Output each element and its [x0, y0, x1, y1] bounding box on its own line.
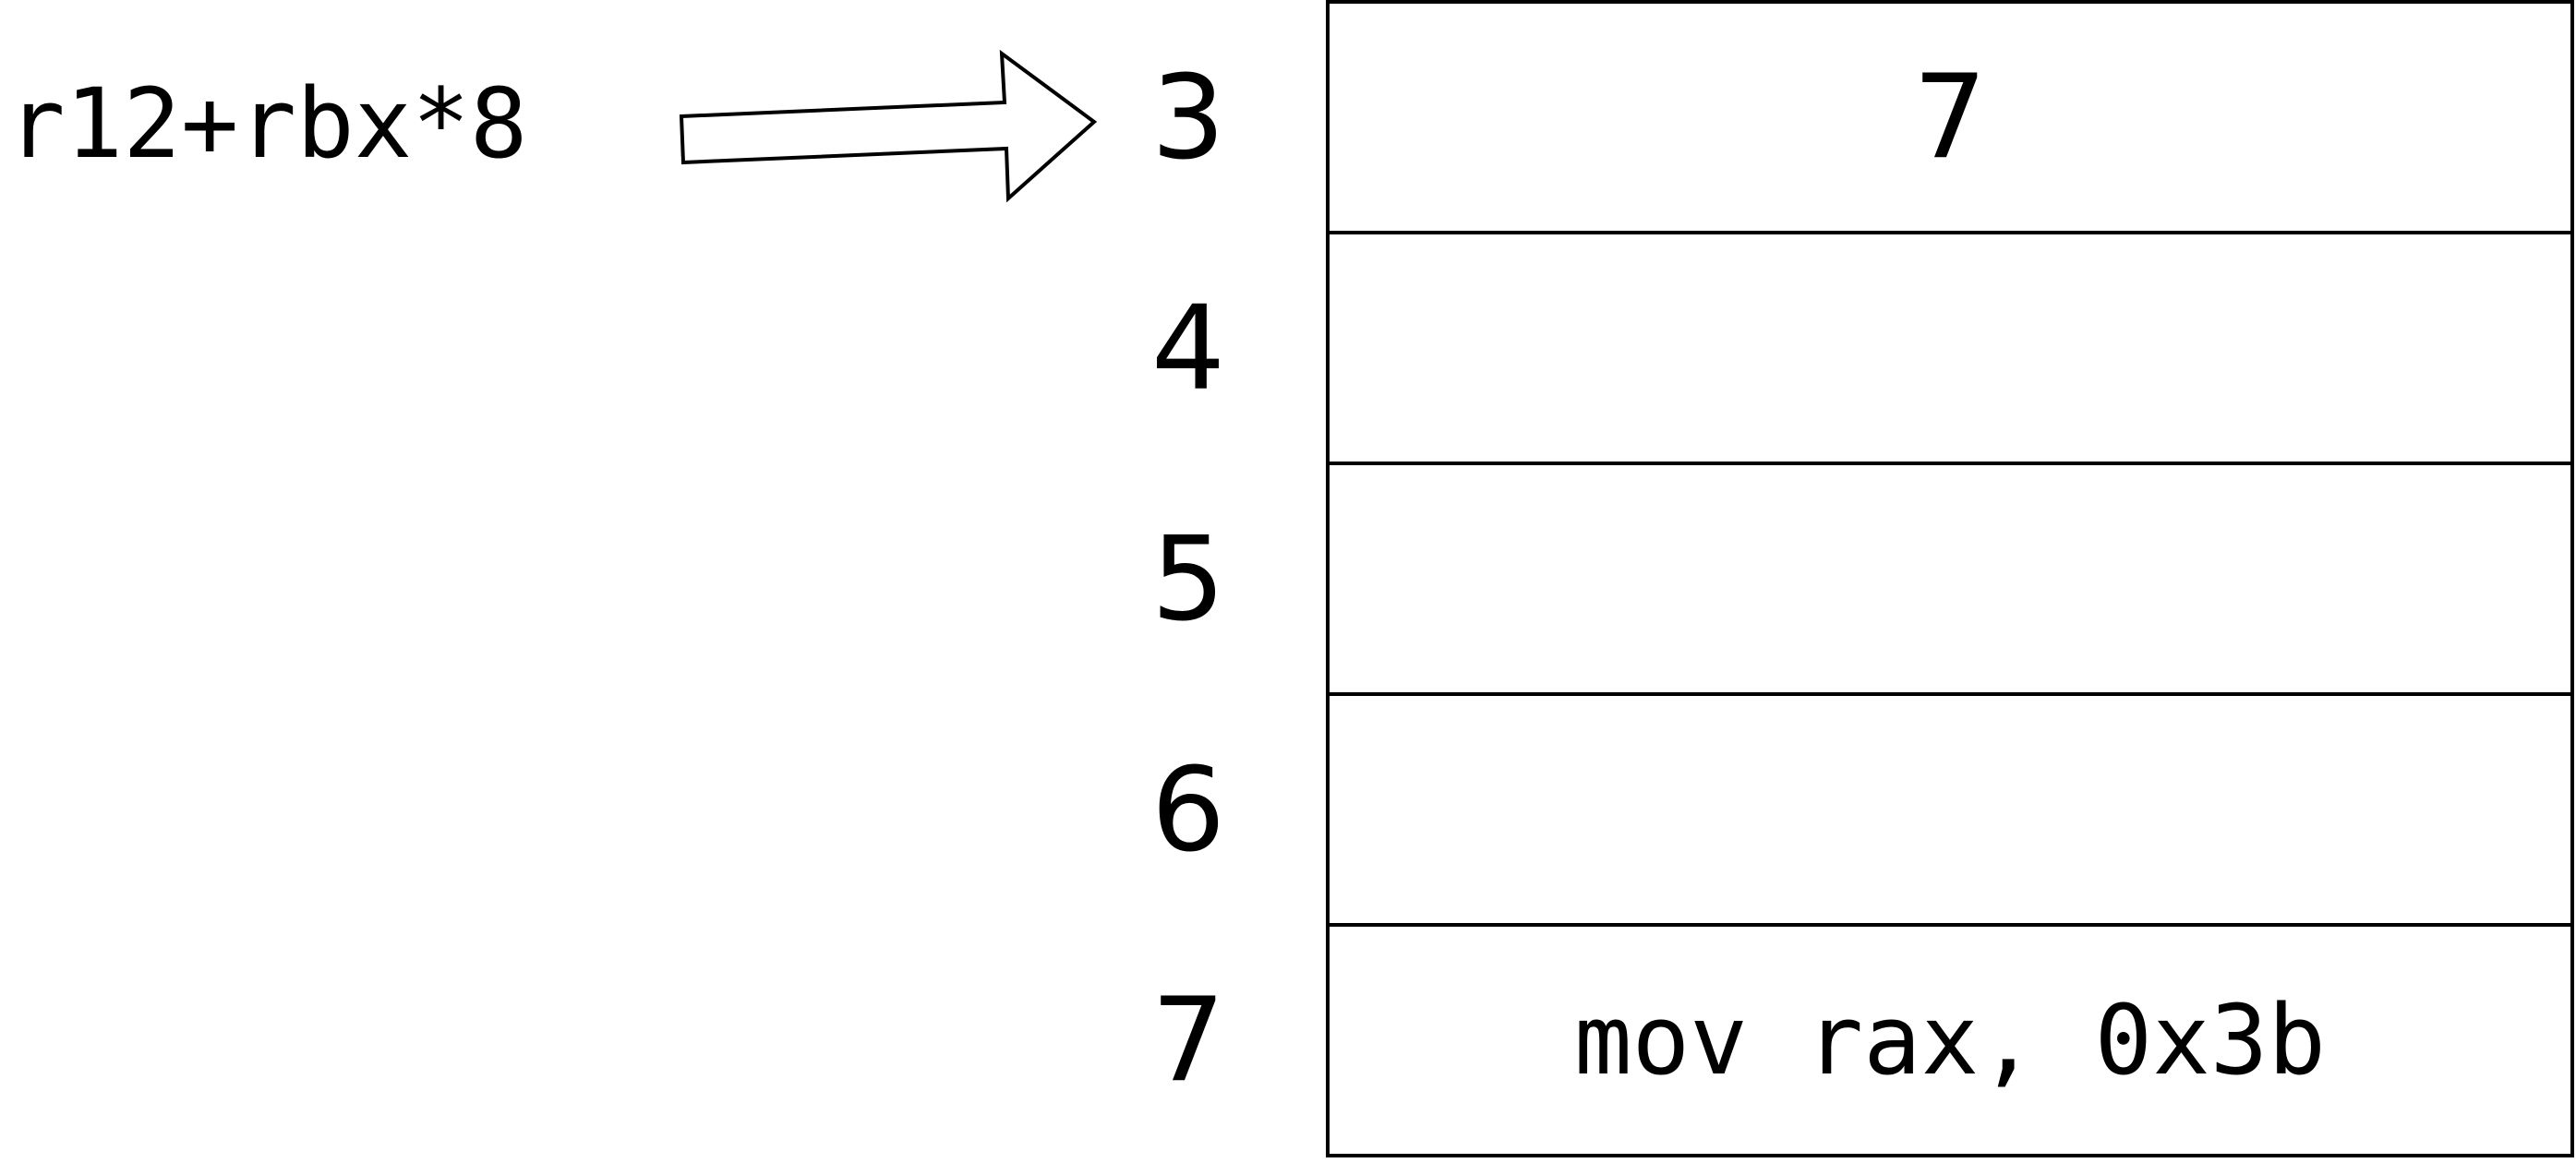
address-label: 4 — [1151, 281, 1225, 416]
cell-value: 7 — [1913, 50, 1987, 186]
memory-cells: 3 7 4 5 6 7 mov rax, 0x3b — [1151, 0, 2574, 1157]
address-label: 3 — [1151, 50, 1225, 186]
address-label: 7 — [1151, 973, 1225, 1109]
address-label: 5 — [1151, 511, 1225, 647]
memory-cell — [1326, 692, 2574, 927]
pointer-expression: r12+rbx*8 — [7, 67, 528, 180]
memory-cell — [1326, 231, 2574, 465]
memory-cell — [1326, 923, 2574, 1157]
memory-cell — [1326, 462, 2574, 696]
pointer-arrow — [679, 49, 1098, 203]
cell-instruction: mov rax, 0x3b — [1574, 984, 2326, 1097]
memory-cell — [1326, 0, 2574, 234]
address-label: 6 — [1151, 742, 1225, 878]
